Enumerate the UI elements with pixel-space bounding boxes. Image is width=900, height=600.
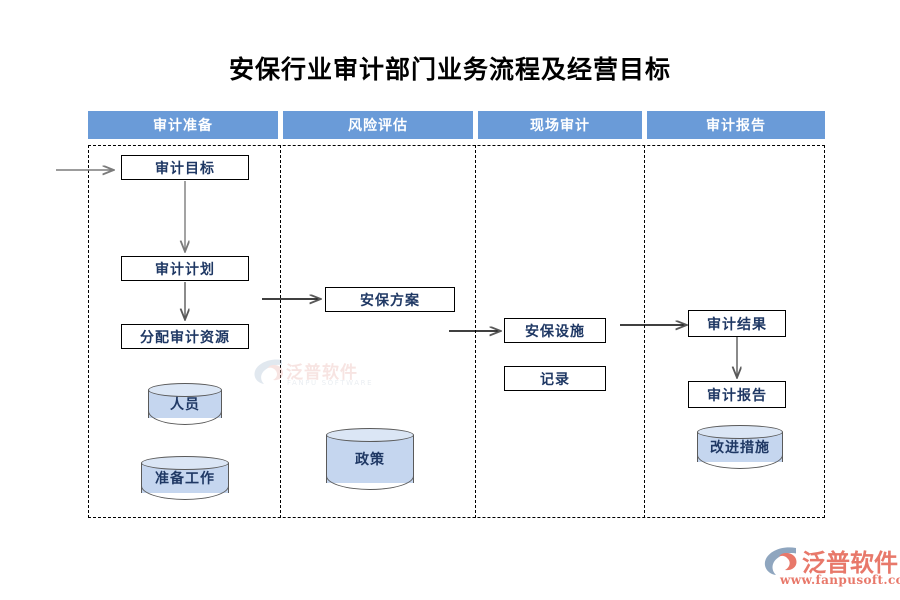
datastore-policy[interactable]: 政策	[326, 428, 414, 490]
datastore-policy-label: 政策	[355, 452, 385, 468]
node-allocate-audit-resource[interactable]: 分配审计资源	[121, 324, 249, 349]
node-audit-plan[interactable]: 审计计划	[121, 256, 249, 281]
cylinder-top	[697, 425, 783, 439]
lane-divider-3	[644, 145, 645, 518]
brand-url: www.fanpusoft.com	[780, 573, 900, 587]
center-watermark: 泛普软件 FANPU SOFTWARE	[252, 356, 376, 396]
datastore-personnel[interactable]: 人员	[148, 383, 222, 425]
watermark-subtitle: FANPU SOFTWARE	[287, 379, 374, 387]
brand-logo-icon	[764, 547, 797, 575]
lane-header-audit-report: 审计报告	[647, 111, 825, 139]
page-title: 安保行业审计部门业务流程及经营目标	[228, 55, 671, 84]
watermark-logo-icon	[254, 359, 283, 384]
datastore-improvement-measure[interactable]: 改进措施	[697, 425, 783, 469]
node-security-facility[interactable]: 安保设施	[504, 318, 606, 343]
lane-divider-2	[475, 145, 476, 518]
lane-divider-1	[280, 145, 281, 518]
lane-header-risk-assessment: 风险评估	[283, 111, 473, 139]
cylinder-top	[326, 428, 414, 442]
node-audit-objective[interactable]: 审计目标	[121, 155, 249, 180]
brand-name: 泛普软件	[802, 548, 898, 577]
node-audit-result[interactable]: 审计结果	[688, 310, 786, 337]
datastore-improvement-measure-label: 改进措施	[710, 440, 770, 456]
cylinder-top	[141, 456, 229, 470]
cylinder-body	[326, 435, 414, 483]
cylinder-top	[148, 383, 222, 397]
datastore-personnel-label: 人员	[170, 397, 200, 413]
lane-header-audit-preparation: 审计准备	[88, 111, 278, 139]
brand-logo: 泛普软件 www.fanpusoft.com	[762, 543, 900, 591]
datastore-preparation-work[interactable]: 准备工作	[141, 456, 229, 500]
watermark-name: 泛普软件	[286, 363, 358, 383]
datastore-preparation-work-label: 准备工作	[155, 471, 215, 487]
node-records[interactable]: 记录	[504, 366, 606, 391]
node-audit-report[interactable]: 审计报告	[688, 381, 786, 408]
swimlane-frame	[88, 145, 825, 518]
lane-header-field-audit: 现场审计	[478, 111, 642, 139]
node-security-plan[interactable]: 安保方案	[325, 287, 455, 312]
